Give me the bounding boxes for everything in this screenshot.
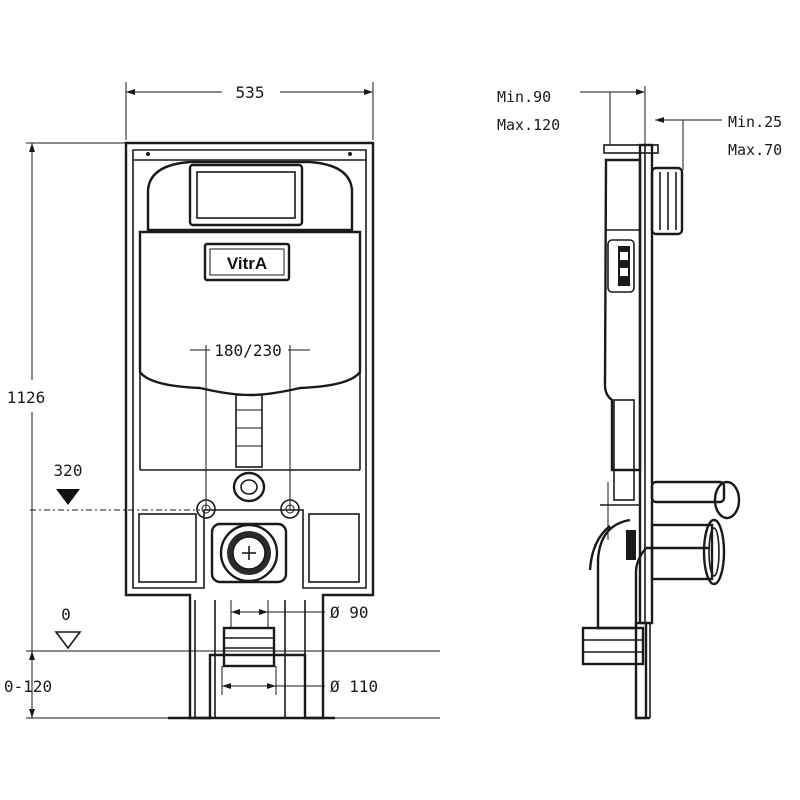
depth-max-label: Max.120 [497, 116, 560, 134]
side-drain-elbow [581, 518, 726, 666]
cistern-tank: VitrA [138, 160, 362, 471]
diameter-110: Ø 110 [221, 666, 378, 696]
width-label: 535 [236, 83, 265, 102]
diameter-110-label: Ø 110 [330, 677, 378, 696]
spacing-dimension: 180/230 [190, 341, 310, 510]
wall-min-label: Min.25 [728, 113, 782, 131]
depth-min-label: Min.90 [497, 88, 551, 106]
adjust-dimension: 0-120 [4, 651, 440, 719]
width-dimension: 535 [125, 82, 374, 140]
drain-outlet [210, 522, 288, 668]
brand-logo: VitrA [227, 254, 267, 273]
wall-max-label: Max.70 [728, 141, 782, 159]
side-cistern [603, 158, 642, 501]
spacing-label: 180/230 [214, 341, 281, 360]
flush-pipe [232, 394, 266, 503]
side-view: Min.90 Max.120 Min.25 Max.70 [497, 86, 782, 720]
height-dimension: 1126 [7, 142, 126, 718]
marker-320: 320 [30, 461, 200, 511]
marker-0-label: 0 [61, 605, 71, 624]
frame [124, 141, 375, 720]
diameter-90: Ø 90 [230, 600, 369, 628]
front-view: 535 1126 [4, 82, 440, 720]
diameter-90-label: Ø 90 [330, 603, 369, 622]
mounting-bolts [196, 499, 300, 519]
height-label: 1126 [7, 388, 46, 407]
marker-320-label: 320 [54, 461, 83, 480]
side-flush-plate [650, 166, 684, 236]
marker-0: 0 [26, 605, 440, 652]
side-flush-connection [600, 480, 741, 540]
adjust-label: 0-120 [4, 677, 52, 696]
